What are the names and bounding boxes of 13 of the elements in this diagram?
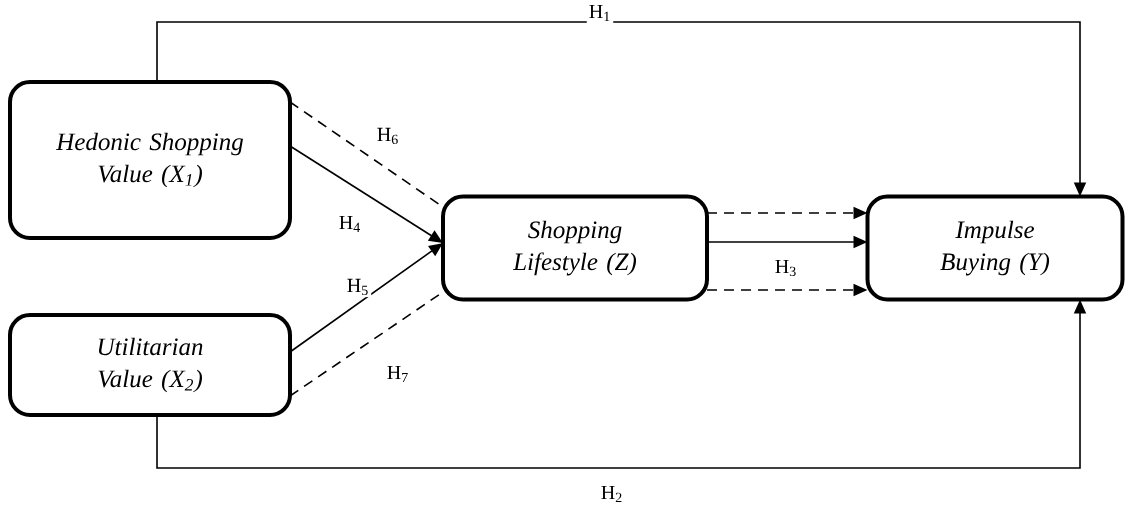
variable-box: Shopping Lifestyle (Z) [441, 194, 709, 302]
edge-label: H$_{7}$ [384, 363, 412, 385]
arrow [289, 243, 443, 353]
arrow [289, 145, 443, 243]
edge-label: H$_{3}$ [772, 257, 800, 279]
edge-label: H$_{4}$ [336, 213, 364, 235]
variable-box: Utilitarian Value (X$_{2}$) [8, 313, 292, 417]
edge-label: H$_{6}$ [374, 125, 402, 147]
edge-label: H$_{2}$ [598, 483, 626, 505]
variable-box: Hedonic Shopping Value (X$_{1}$) [8, 80, 292, 240]
variable-box: Impulse Buying (Y) [865, 194, 1125, 302]
edge-label: H$_{1}$ [586, 2, 614, 24]
edge-label: H$_{5}$ [344, 276, 372, 298]
